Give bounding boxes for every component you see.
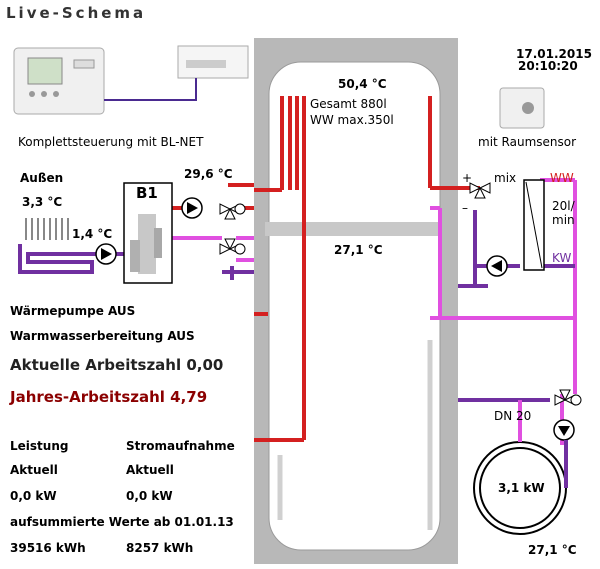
time-display: 20:10:20 [518,59,578,73]
pump-fresh-water [486,255,508,277]
dhw-status: Warmwasserbereitung AUS [10,329,195,343]
tank-total-volume: Gesamt 880l [310,97,387,111]
tank-separator [265,222,441,236]
ground-collector [25,218,69,240]
valve-heating-circuit [554,389,582,406]
heatpump-name: B1 [136,184,158,202]
tank-ww-max: WW max.350l [310,113,394,127]
pump-brine [95,243,117,265]
tank-top-temp: 50,4 °C [338,77,387,91]
heating-return-temp: 27,1 °C [528,543,577,557]
mix-plus-label: + [462,171,473,185]
valve-heatpump-bottom [219,238,246,255]
room-sensor-device [499,87,545,129]
controller-cable [104,78,197,101]
hot-pipes-left [254,96,306,442]
flow-temp: 29,6 °C [184,167,233,181]
annual-cop: Jahres-Arbeitszahl 4,79 [10,388,208,406]
valve-heatpump-top [219,203,246,220]
controller-device [13,47,105,115]
stats-col1-header: Leistung [10,439,69,453]
stats-since: aufsummierte Werte ab 01.01.13 [10,515,234,529]
outdoor-temp: 3,3 °C [22,195,63,209]
ww-label: WW [550,171,574,185]
date-display: 17.01.2015 [516,47,592,61]
current-cop: Aktuelle Arbeitszahl 0,00 [10,356,224,374]
mix-minus-label: – [462,201,468,215]
stats-col2-value: 0,0 kW [126,489,173,503]
stats-col2-sub: Aktuell [126,463,174,477]
storage-tank-inner [268,61,441,551]
page-title: Live-Schema [6,4,147,22]
tank-mid-temp: 27,1 °C [334,243,383,257]
controller-label: Komplettsteuerung mit BL-NET [18,135,204,149]
heating-circuit [473,400,568,535]
brine-temp: 1,4 °C [72,227,113,241]
fresh-water-flow-unit: min [552,213,575,227]
fresh-water-exchanger [523,179,545,271]
stats-col1-value: 0,0 kW [10,489,57,503]
heatpump-unit [123,182,173,284]
stats-col2-total: 8257 kWh [126,541,194,555]
bl-net-module [177,45,249,79]
dn-label: DN 20 [494,409,532,423]
stats-col1-sub: Aktuell [10,463,58,477]
room-sensor-label: mit Raumsensor [478,135,577,149]
heating-power: 3,1 kW [498,481,545,495]
kw-label: KW [552,251,572,265]
fresh-water-flow: 20l/ [552,199,575,213]
valve-mix [469,182,491,199]
outdoor-label: Außen [20,171,64,185]
heatpump-status: Wärmepumpe AUS [10,304,136,318]
pump-heating-circuit [553,419,575,441]
stats-col1-total: 39516 kWh [10,541,86,555]
stats-col2-header: Stromaufnahme [126,439,235,453]
mix-label: mix [494,171,517,185]
pump-heatpump-flow [181,197,203,219]
